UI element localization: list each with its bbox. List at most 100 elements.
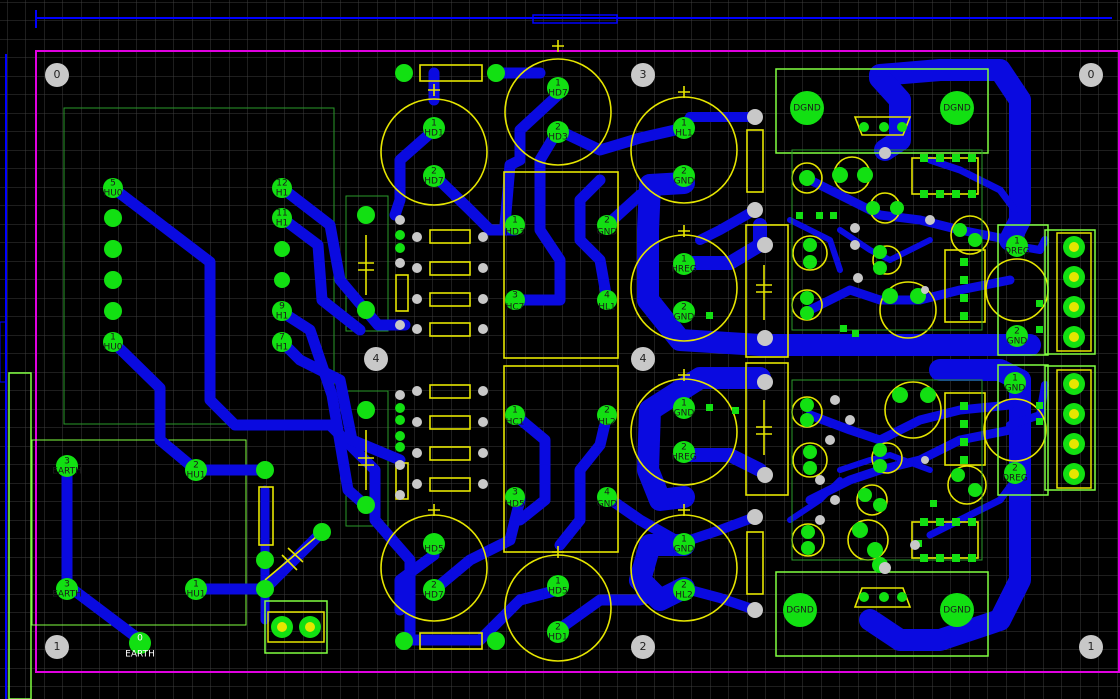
mount-hole-labels: 0 0 1 1 3 2 4 4 — [54, 68, 1095, 653]
pad-num: 1 — [431, 119, 437, 129]
pad-num: 7 — [279, 333, 285, 343]
pad-net: HL1 — [598, 303, 616, 313]
pad-net: HC1 — [506, 418, 525, 428]
pad-net: HC7 — [506, 303, 525, 313]
pad-net: HD5 — [424, 545, 443, 555]
pad-net: HD7 — [424, 591, 443, 601]
pad-net: H1 — [276, 189, 289, 199]
pad-net: GND — [1007, 337, 1028, 347]
pad-net: EARTH — [52, 590, 82, 600]
pad-net: GND — [674, 177, 695, 187]
pad-num: 11 — [276, 209, 287, 219]
pad-net: HD1 — [424, 129, 443, 139]
pad-num: 9 — [279, 302, 285, 312]
pad-num: 1 — [681, 399, 687, 409]
pad-net: H1 — [276, 312, 289, 322]
hole-label-left-mid: 4 — [373, 352, 380, 365]
pad-net: HU0 — [103, 189, 122, 199]
pad-num: 1 — [555, 577, 561, 587]
pad-num: 2 — [604, 216, 610, 226]
pad-num: 4 — [604, 291, 610, 301]
pad-num: 1 — [512, 406, 518, 416]
mount-holes — [45, 63, 1103, 659]
hole-label-center-mid: 4 — [640, 352, 647, 365]
pad-num: 1 — [681, 535, 687, 545]
pad-num: 1 — [681, 255, 687, 265]
pad-net: HL1 — [675, 129, 693, 139]
pad-net: DREG — [1004, 247, 1030, 257]
pad-num: 3 — [64, 580, 70, 590]
pad-net: GND — [597, 500, 618, 510]
pad-net: HL2 — [598, 418, 616, 428]
pad-num: 2 — [681, 443, 687, 453]
pad-num: 2 — [681, 303, 687, 313]
pad-net: GND — [674, 409, 695, 419]
pad-net: DGND — [943, 606, 971, 616]
screw-terminal-right — [1056, 232, 1092, 489]
pad-net: HD3 — [548, 133, 567, 143]
pad-net: HD7 — [548, 89, 567, 99]
pad-net: HD1 — [548, 633, 567, 643]
pad-net: H1 — [276, 219, 289, 229]
hole-label-top-mid: 3 — [640, 68, 647, 81]
pad-num: 2 — [681, 167, 687, 177]
hole-label-bottom-mid: 2 — [640, 640, 647, 653]
pad-num: 1 — [1014, 237, 1020, 247]
pad-num: 4 — [604, 488, 610, 498]
pad-num: 2 — [1014, 327, 1020, 337]
pad-net: HD5 — [505, 500, 524, 510]
pad-net: HU1 — [186, 590, 205, 600]
pad-num: 2 — [555, 123, 561, 133]
pad-net: GND — [597, 228, 618, 238]
pad-net: DREG — [1002, 474, 1028, 484]
hole-label-br: 1 — [1088, 640, 1095, 653]
pad-net: HREG — [671, 453, 697, 463]
pad-num: 12 — [276, 179, 287, 189]
pad-num: 1 — [681, 119, 687, 129]
pad-num: 3 — [512, 488, 518, 498]
pad-net: GND — [674, 313, 695, 323]
hole-label-tr: 0 — [1088, 68, 1095, 81]
hole-label-tl: 0 — [54, 68, 61, 81]
pad-num: 2 — [555, 623, 561, 633]
pad-net: GND — [1005, 384, 1026, 394]
pad-num: 2 — [1012, 464, 1018, 474]
pad-num: 2 — [193, 461, 199, 471]
pad-net: HD7 — [424, 177, 443, 187]
pad-num: 1 — [193, 580, 199, 590]
pad-net: HU0 — [103, 343, 122, 353]
pad-net: EARTH — [52, 467, 82, 477]
pad-num: 0 — [137, 634, 143, 644]
pad-num: 2 — [604, 406, 610, 416]
pad-net: H1 — [276, 343, 289, 353]
pad-num: 2 — [431, 167, 437, 177]
pad-num: 5 — [110, 179, 116, 189]
pad-num: 2 — [431, 581, 437, 591]
pad-net: HREG — [671, 265, 697, 275]
copper-traces — [61, 59, 1049, 651]
pad-net: EARTH — [125, 650, 155, 660]
pad-num: 1 — [555, 79, 561, 89]
pad-net: HD3 — [505, 228, 524, 238]
pads-layer — [56, 64, 1043, 654]
screw-terminal-bottom — [267, 611, 325, 643]
pad-num: 2 — [681, 581, 687, 591]
pad-num: 1 — [512, 216, 518, 226]
board-outline — [35, 50, 1120, 673]
pad-num: 3 — [512, 291, 518, 301]
pad-num: 1 — [1012, 374, 1018, 384]
pad-num: 1 — [110, 333, 116, 343]
pad-net: DGND — [793, 104, 821, 114]
pad-net: DGND — [786, 606, 814, 616]
pad-net: GND — [674, 545, 695, 555]
hole-label-bl: 1 — [54, 640, 61, 653]
pad-labels: 5 HU0 1 HU0 12 H1 11 H1 9 H1 7 H1 2 HU1 … — [52, 79, 1030, 660]
pad-num: 3 — [64, 457, 70, 467]
pad-net: DGND — [943, 104, 971, 114]
left-edge-keepout — [8, 372, 32, 699]
pad-net: HU1 — [186, 471, 205, 481]
pad-net: HL2 — [675, 591, 693, 601]
pad-net: HD5 — [548, 587, 567, 597]
via-layer — [395, 109, 935, 618]
